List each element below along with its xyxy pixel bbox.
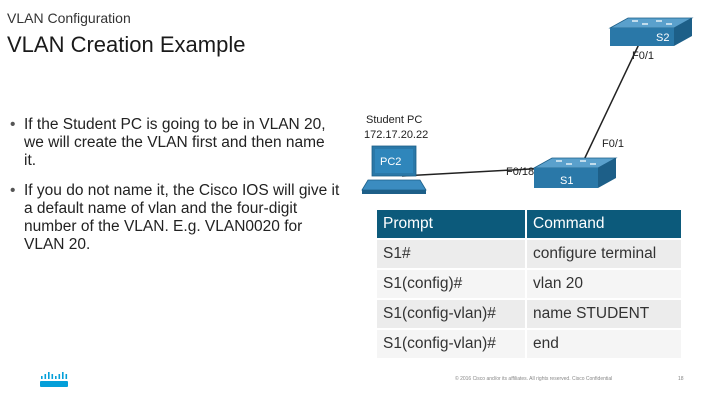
bullet-item: • If the Student PC is going to be in VL… (10, 116, 340, 170)
slide-title: VLAN Creation Example (7, 32, 246, 57)
table-header-row: Prompt Command (377, 210, 681, 238)
pc-icon (361, 145, 427, 194)
column-header-prompt: Prompt (377, 210, 525, 238)
section-title: VLAN Configuration (7, 10, 131, 26)
prompt-cell: S1(config)# (377, 270, 525, 298)
prompt-cell: S1(config-vlan)# (377, 300, 525, 328)
table-row: S1(config-vlan)# end (377, 330, 681, 358)
prompt-cell: S1(config-vlan)# (377, 330, 525, 358)
pc-label: PC2 (380, 156, 402, 168)
copyright-footer: © 2016 Cisco and/or its affiliates. All … (455, 376, 613, 382)
table-row: S1(config)# vlan 20 (377, 270, 681, 298)
table-row: S1(config-vlan)# name STUDENT (377, 300, 681, 328)
command-table: Prompt Command S1# configure terminal S1… (375, 208, 683, 360)
cisco-logo (40, 372, 68, 393)
bullet-dot: • (10, 116, 16, 133)
link-pc-s1 (401, 167, 549, 177)
command-cell: configure terminal (527, 240, 681, 268)
prompt-cell: S1# (377, 240, 525, 268)
command-cell: end (527, 330, 681, 358)
switch-label-s2: S2 (656, 32, 670, 44)
bullet-dot: • (10, 182, 16, 199)
switch-icon (532, 157, 618, 188)
link-s2-s1 (581, 41, 641, 165)
bullet-text: If you do not name it, the Cisco IOS wil… (24, 182, 340, 253)
bullet-item: • If you do not name it, the Cisco IOS w… (10, 182, 340, 254)
port-label: F0/1 (632, 50, 655, 62)
pc-ip: 172.17.20.22 (364, 129, 429, 141)
topology-diagram: S2 F0/1 F0/1 F0/18 S1 Student PC 172.17.… (340, 0, 720, 210)
column-header-command: Command (527, 210, 681, 238)
bullet-list: • If the Student PC is going to be in VL… (10, 116, 340, 266)
pc-name: Student PC (366, 114, 423, 126)
port-label: F0/18 (506, 166, 535, 178)
table-row: S1# configure terminal (377, 240, 681, 268)
page-number: 18 (678, 376, 684, 382)
port-label: F0/1 (602, 138, 625, 150)
command-cell: vlan 20 (527, 270, 681, 298)
switch-icon (608, 17, 694, 46)
bullet-text: If the Student PC is going to be in VLAN… (24, 116, 326, 169)
command-cell: name STUDENT (527, 300, 681, 328)
switch-label-s1: S1 (560, 175, 574, 187)
